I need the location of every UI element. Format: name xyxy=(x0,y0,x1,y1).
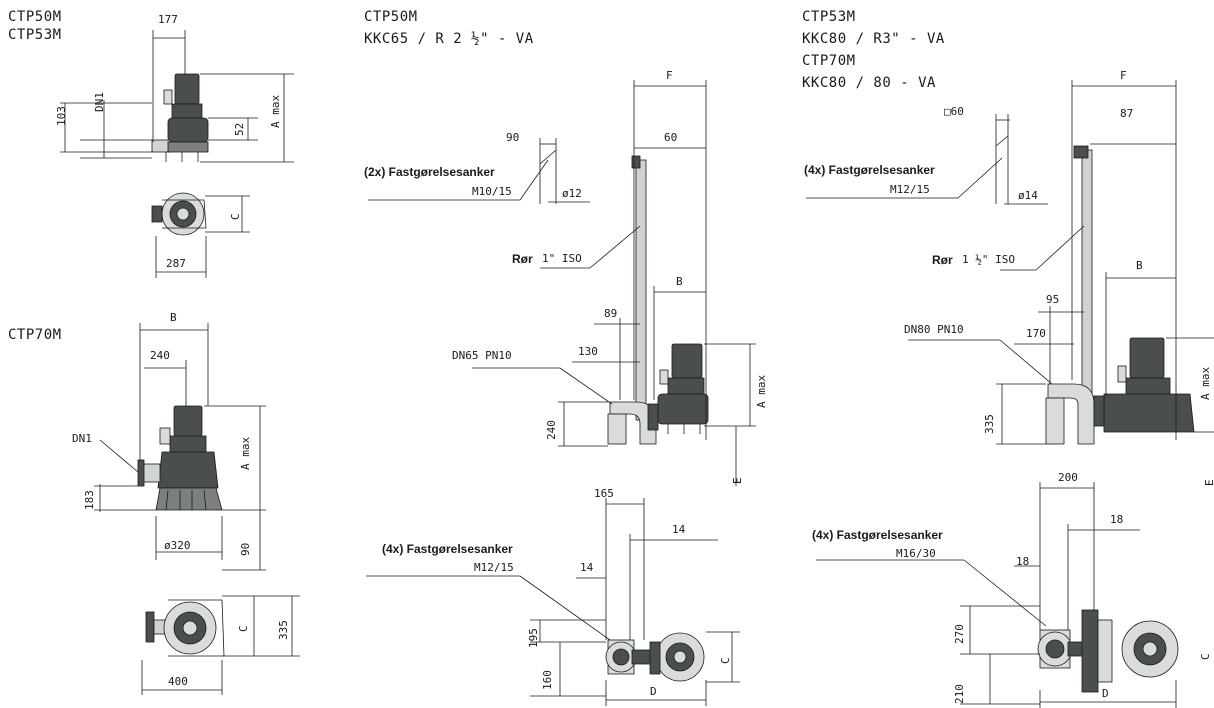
kkc80-assembly-side-view xyxy=(1045,145,1195,445)
label-pipe: Rør xyxy=(932,253,953,267)
pump-ctp70m-top-view xyxy=(145,599,225,657)
dimension-c: C xyxy=(1199,653,1212,660)
dimension-b: B xyxy=(1136,259,1143,272)
dimension-e: E xyxy=(731,477,744,484)
dimension-130: 130 xyxy=(578,345,598,358)
title-kkc80-r3: KKC80 / R3" - VA xyxy=(802,31,945,47)
dimension-a-max: A max xyxy=(269,94,282,128)
dimension-103: 103 xyxy=(55,106,68,126)
dimension-a-max-ctp70m: A max xyxy=(239,436,252,470)
label-anchor-m16-30: M16/30 xyxy=(896,547,936,560)
label-anchor-2x: (2x) Fastgørelsesanker xyxy=(364,165,495,179)
label-dn80-pn10: DN80 PN10 xyxy=(904,323,964,336)
dimension-195: 195 xyxy=(527,628,540,648)
label-anchor-m10-15: M10/15 xyxy=(472,185,512,198)
dimension-14-side: 14 xyxy=(580,561,594,574)
pump-ctp50m-top-view xyxy=(151,192,207,236)
dimension-dia-320: ø320 xyxy=(164,539,191,552)
label-dn1: DN1 xyxy=(72,432,92,445)
dimension-b: B xyxy=(170,311,177,324)
dimension-d: D xyxy=(650,685,657,698)
dimension-60: 60 xyxy=(664,131,678,144)
dimension-90: 90 xyxy=(239,542,252,556)
dimension-183: 183 xyxy=(83,490,96,510)
dimension-90: 90 xyxy=(506,131,520,144)
kkc80-assembly-top-view xyxy=(1037,609,1179,693)
dimension-177: 177 xyxy=(158,13,178,26)
dimension-270: 270 xyxy=(953,624,966,644)
title-ctp50m: CTP50M xyxy=(8,9,62,25)
title-ctp53m: CTP53M xyxy=(8,27,62,43)
label-pipe-1-iso: 1" ISO xyxy=(542,252,582,265)
pump-ctp70m-side-view xyxy=(137,405,223,511)
label-dn65-pn10: DN65 PN10 xyxy=(452,349,512,362)
dimension-c: C xyxy=(229,213,242,220)
title-kkc65-r2: KKC65 / R 2 ½" - VA xyxy=(364,31,534,47)
dimension-f: F xyxy=(666,69,673,82)
dimension-160: 160 xyxy=(541,670,554,690)
title-ctp53m-kkc80: CTP53M xyxy=(802,9,856,25)
label-anchor-4x-bottom: (4x) Fastgørelsesanker xyxy=(812,528,943,542)
dimension-210: 210 xyxy=(953,684,966,704)
label-anchor-4x: (4x) Fastgørelsesanker xyxy=(382,542,513,556)
dimension-a-max: A max xyxy=(1199,366,1212,400)
dimension-52: 52 xyxy=(233,122,246,136)
title-kkc80-80: KKC80 / 80 - VA xyxy=(802,75,936,91)
dimension-95: 95 xyxy=(1046,293,1060,306)
kkc65-assembly-top-view xyxy=(605,632,705,682)
dimension-200: 200 xyxy=(1058,471,1078,484)
dimension-18-top: 18 xyxy=(1110,513,1124,526)
dimension-c: C xyxy=(719,657,732,664)
dimension-287: 287 xyxy=(166,257,186,270)
dimension-14-top: 14 xyxy=(672,523,686,536)
dimension-e: E xyxy=(1203,479,1214,486)
label-anchor-4x: (4x) Fastgørelsesanker xyxy=(804,163,935,177)
dimension-d: D xyxy=(1102,687,1109,700)
dimension-dia-12: ø12 xyxy=(562,187,582,200)
dimension-87: 87 xyxy=(1120,107,1134,120)
dimension-165: 165 xyxy=(594,487,614,500)
dimension-f: F xyxy=(1120,69,1127,82)
dimension-335: 335 xyxy=(277,620,290,640)
label-pipe: Rør xyxy=(512,252,533,266)
dimension-dn1: DN1 xyxy=(93,92,106,112)
dimension-18-side: 18 xyxy=(1016,555,1030,568)
dimension-a-max: A max xyxy=(755,374,768,408)
dimension-c-ctp70m: C xyxy=(237,625,250,632)
dimension-240: 240 xyxy=(545,420,558,440)
pump-ctp50m-side-view xyxy=(151,73,209,162)
dimension-b: B xyxy=(676,275,683,288)
dimension-170: 170 xyxy=(1026,327,1046,340)
label-pipe-1-5-iso: 1 ½" ISO xyxy=(962,253,1015,266)
label-anchor-m12-15: M12/15 xyxy=(890,183,930,196)
kkc65-assembly-side-view xyxy=(607,155,709,445)
title-ctp70m: CTP70M xyxy=(8,327,62,343)
dimension-dia-14: ø14 xyxy=(1018,189,1038,202)
title-ctp70m-kkc80: CTP70M xyxy=(802,53,856,69)
dimension-335: 335 xyxy=(983,414,996,434)
dimension-square-60: □60 xyxy=(944,105,964,118)
dimension-240: 240 xyxy=(150,349,170,362)
dimension-89: 89 xyxy=(604,307,618,320)
title-ctp50m-kkc65: CTP50M xyxy=(364,9,418,25)
label-anchor-m12-15: M12/15 xyxy=(474,561,514,574)
dimension-400: 400 xyxy=(168,675,188,688)
